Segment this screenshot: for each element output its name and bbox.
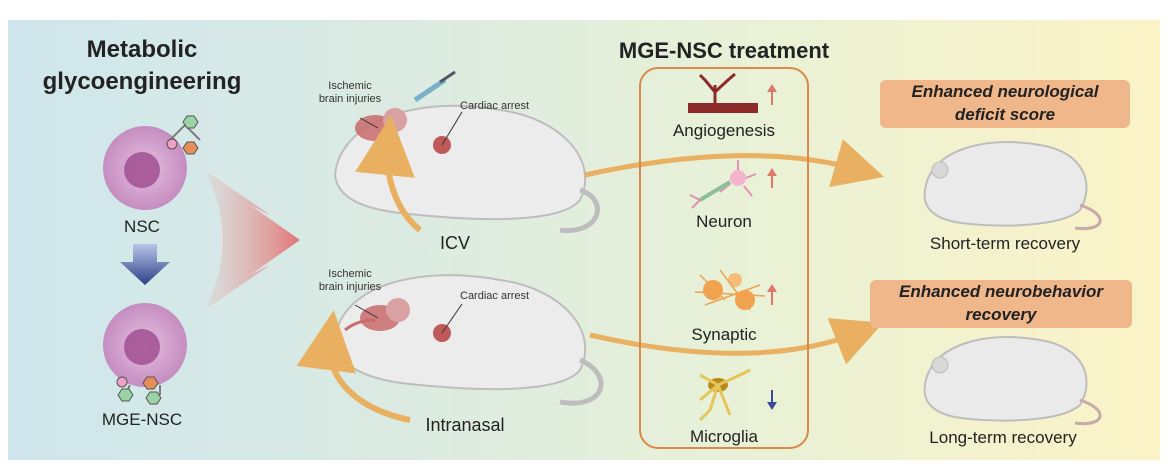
mge-nsc-label: MGE-NSC [101,410,183,429]
top-cardiac-label: Cardiac arrest [460,100,530,112]
neuron-up-arrow-icon [767,168,777,188]
intranasal-route-arrow [296,310,411,423]
bottom-pill-line1: Enhanced neurobehavior [898,282,1104,301]
top-flow-arrow [584,139,885,188]
microglia-label: Microglia [689,427,759,446]
synaptic-label: Synaptic [691,325,757,344]
top-mouse-image [333,70,600,233]
icv-route-arrow [355,115,422,233]
top-pill-line2: deficit score [954,105,1056,124]
angiogenesis-label: Angiogenesis [672,121,776,140]
bottom-flow-arrow [589,318,884,365]
top-ischemic-label-line1: Ischemic [328,80,372,92]
long-term-mouse-image [923,336,1102,426]
treatment-box [639,67,809,449]
microglia-down-arrow-icon [767,390,777,410]
angiogenesis-icon [688,72,758,113]
down-arrow-icon [120,244,170,285]
long-term-caption: Long-term recovery [929,428,1077,447]
top-outcome-pill [880,80,1130,128]
bottom-pill-line2: recovery [965,305,1037,324]
short-term-mouse-image [923,141,1102,231]
synaptic-icon [694,269,766,311]
angiogenesis-up-arrow-icon [767,84,777,105]
neuron-label: Neuron [696,212,752,231]
bottom-cardiac-label: Cardiac arrest [460,290,530,302]
top-ischemic-label-line2: brain injuries [318,93,382,105]
bottom-mouse-image [296,274,604,423]
short-term-caption: Short-term recovery [929,234,1081,253]
microglia-icon [698,368,751,422]
icv-label: ICV [439,233,471,253]
nsc-label: NSC [124,217,160,236]
left-title-line2: glycoengineering [42,68,242,95]
bottom-ischemic-label-line2: brain injuries [318,281,382,293]
bottom-ischemic-label-line1: Ischemic [328,268,372,280]
bottom-outcome-pill [870,280,1132,328]
nsc-cell-icon [103,115,201,210]
top-pill-line1: Enhanced neurological [911,82,1099,101]
left-title-line1: Metabolic [86,36,198,63]
synaptic-up-arrow-icon [767,284,777,305]
intranasal-label: Intranasal [425,415,505,435]
mge-nsc-cell-icon [103,303,187,405]
big-right-arrow-icon [205,170,300,310]
treatment-title: MGE-NSC treatment [618,38,830,63]
neuron-icon [689,160,757,209]
